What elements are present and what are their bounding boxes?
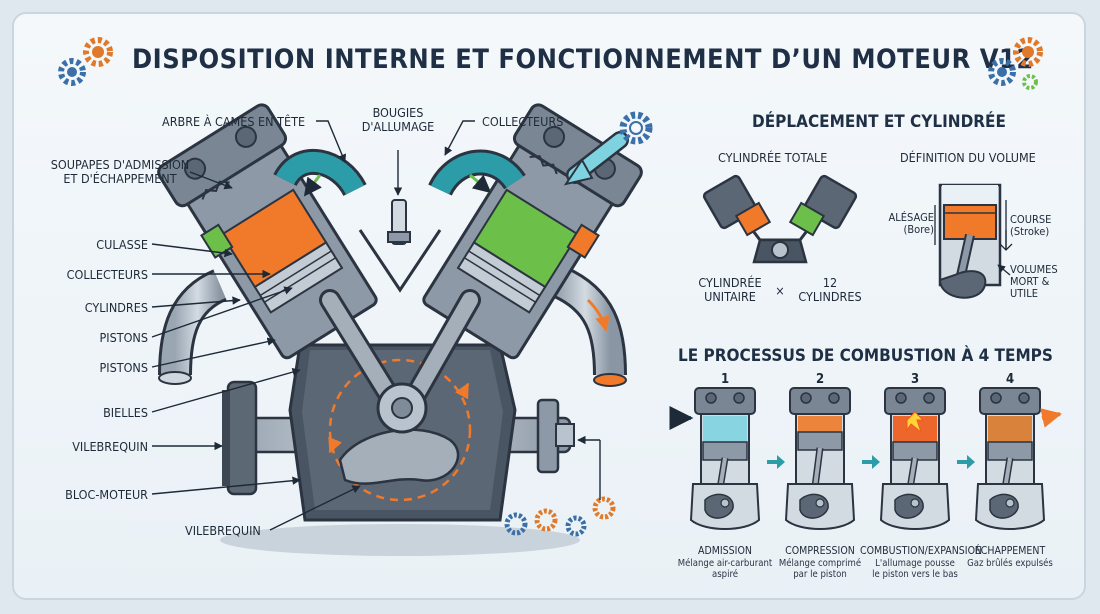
- label-pistons-1: PISTONS: [99, 330, 148, 345]
- cylinder-count-label: 12 CYLINDRES: [798, 275, 862, 304]
- stroke-description: Gaz brûlés expulsés: [967, 558, 1053, 569]
- stroke-number: 1: [721, 372, 730, 387]
- stroke-number: 3: [911, 372, 920, 387]
- engine-shadow: [220, 524, 580, 556]
- bore-label: ALÉSAGE (Bore): [888, 211, 934, 236]
- label-camshaft: ARBRE À CAMES EN TÊTE: [162, 114, 306, 129]
- stroke-name: ADMISSION: [698, 545, 752, 557]
- volume-definition-label: DÉFINITION DU VOLUME: [900, 150, 1036, 165]
- label-engine-block: BLOC-MOTEUR: [65, 487, 148, 502]
- volume-cylinder-diagram: [934, 183, 1013, 299]
- gear-icon: [58, 37, 1043, 90]
- stroke-label: COURSE (Stroke): [1010, 213, 1052, 238]
- label-cylinders: CYLINDRES: [84, 300, 148, 315]
- stroke-description: aspiré: [711, 569, 739, 580]
- stroke-name: COMBUSTION/EXPANSION: [860, 545, 983, 557]
- label-manifolds-top: COLLECTEURS: [482, 114, 564, 129]
- combustion-heading: LE PROCESSUS DE COMBUSTION À 4 TEMPS: [678, 346, 1053, 366]
- stroke-description: par le piston: [793, 569, 847, 580]
- stroke-number: 4: [1006, 372, 1015, 387]
- four-stroke-diagrams: [669, 387, 1062, 530]
- label-pistons-2: PISTONS: [99, 360, 148, 375]
- label-crankshaft-1: VILEBREQUIN: [72, 439, 148, 454]
- total-displacement-label: CYLINDRÉE TOTALE: [718, 150, 828, 165]
- stroke-number: 2: [816, 372, 825, 387]
- page-title: DISPOSITION INTERNE ET FONCTIONNEMENT D’…: [132, 44, 1034, 75]
- displacement-heading: DÉPLACEMENT ET CYLINDRÉE: [752, 112, 1006, 132]
- mini-engine-diagram: [702, 174, 858, 264]
- label-cylinder-head: CULASSE: [96, 237, 148, 252]
- stroke-name: COMPRESSION: [785, 545, 855, 557]
- stroke-name: ÉCHAPPEMENT: [974, 545, 1046, 557]
- label-manifolds: COLLECTEURS: [66, 267, 148, 282]
- label-valves: SOUPAPES D'ADMISSION ET D'ÉCHAPPEMENT: [50, 157, 190, 186]
- multiply-sign: ×: [775, 283, 785, 298]
- unit-displacement-label: CYLINDRÉE UNITAIRE: [698, 275, 762, 304]
- volumes-label: VOLUMES MORT & UTILE: [1010, 263, 1058, 300]
- label-spark-plugs: BOUGIES D'ALLUMAGE: [361, 105, 435, 134]
- stroke-description: L'allumage pousse: [875, 558, 955, 569]
- stroke-description: le piston vers le bas: [872, 569, 958, 580]
- label-rods: BIELLES: [103, 405, 148, 420]
- gear-icon: [504, 496, 616, 537]
- stroke-description: Mélange air-carburant: [677, 558, 773, 569]
- stroke-description: Mélange comprimé: [778, 558, 862, 569]
- wrench-gear-icon: [619, 111, 653, 145]
- label-crankshaft-2: VILEBREQUIN: [185, 523, 261, 538]
